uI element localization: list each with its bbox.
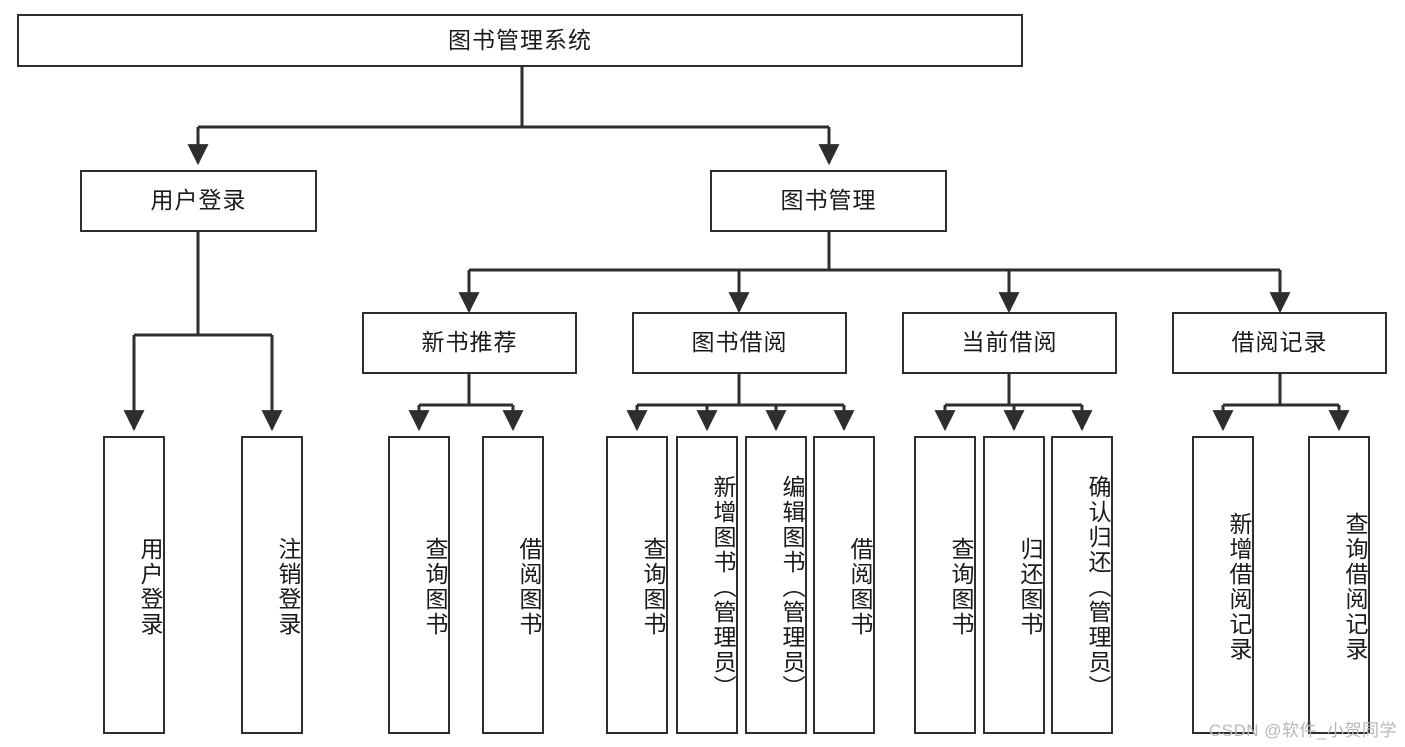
node-book-management-label: 图书管理 — [780, 187, 877, 214]
node-user-login[interactable]: 用户登录 — [80, 170, 317, 232]
leaf-new-book-borrow[interactable]: 借阅图书 — [482, 436, 544, 734]
leaf-label: 查询图书 — [422, 537, 448, 637]
node-current-borrow[interactable]: 当前借阅 — [902, 312, 1117, 374]
leaf-current-confirm-return-admin[interactable]: 确认归还（管理员） — [1051, 436, 1113, 734]
leaf-new-book-query[interactable]: 查询图书 — [388, 436, 450, 734]
leaf-label: 用户登录 — [137, 537, 163, 637]
node-book-borrow[interactable]: 图书借阅 — [632, 312, 847, 374]
leaf-label: 注销登录 — [275, 537, 301, 637]
node-current-borrow-label: 当前借阅 — [961, 329, 1058, 356]
leaf-label: 编辑图书（管理员） — [779, 474, 805, 700]
node-book-borrow-label: 图书借阅 — [691, 329, 788, 356]
leaf-label: 新增借阅记录 — [1226, 512, 1252, 662]
leaf-current-query-book[interactable]: 查询图书 — [914, 436, 976, 734]
node-borrow-record-label: 借阅记录 — [1231, 329, 1328, 356]
leaf-current-return-book[interactable]: 归还图书 — [983, 436, 1045, 734]
leaf-borrow-add-book-admin[interactable]: 新增图书（管理员） — [676, 436, 738, 734]
leaf-user-login-login[interactable]: 用户登录 — [103, 436, 165, 734]
node-root-system[interactable]: 图书管理系统 — [17, 14, 1023, 67]
leaf-label: 新增图书（管理员） — [710, 474, 736, 700]
leaf-user-login-logout[interactable]: 注销登录 — [241, 436, 303, 734]
leaf-label: 确认归还（管理员） — [1085, 474, 1111, 700]
leaf-label: 查询借阅记录 — [1342, 512, 1368, 662]
watermark-text: CSDN @软件_小贺同学 — [1208, 721, 1397, 740]
node-book-management[interactable]: 图书管理 — [710, 170, 947, 232]
node-root-label: 图书管理系统 — [448, 26, 592, 53]
leaf-label: 查询图书 — [640, 537, 666, 637]
leaf-label: 归还图书 — [1017, 537, 1043, 637]
node-new-book-recommend[interactable]: 新书推荐 — [362, 312, 577, 374]
leaf-label: 查询图书 — [948, 537, 974, 637]
node-new-book-recommend-label: 新书推荐 — [421, 329, 518, 356]
leaf-borrow-edit-book-admin[interactable]: 编辑图书（管理员） — [745, 436, 807, 734]
leaf-record-query-record[interactable]: 查询借阅记录 — [1308, 436, 1370, 734]
leaf-borrow-borrow-book[interactable]: 借阅图书 — [813, 436, 875, 734]
leaf-borrow-query-book[interactable]: 查询图书 — [606, 436, 668, 734]
leaf-label: 借阅图书 — [516, 537, 542, 637]
node-user-login-label: 用户登录 — [150, 187, 247, 214]
leaf-record-add-record[interactable]: 新增借阅记录 — [1192, 436, 1254, 734]
leaf-label: 借阅图书 — [847, 537, 873, 637]
node-borrow-record[interactable]: 借阅记录 — [1172, 312, 1387, 374]
